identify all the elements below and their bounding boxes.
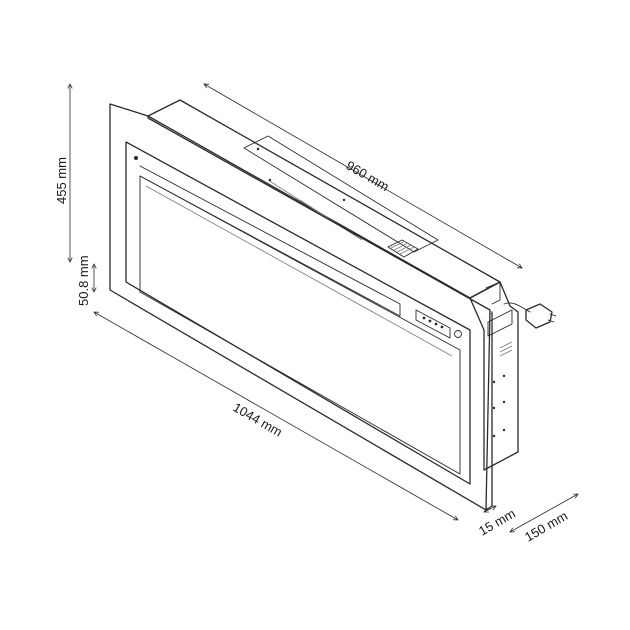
dimension-lines	[70, 84, 578, 532]
front-frame	[109, 103, 493, 511]
label-455: 455 mm	[54, 157, 69, 204]
side-vent	[499, 341, 513, 357]
label-50-8: 50.8 mm	[76, 255, 91, 306]
dim-line-960	[204, 84, 522, 268]
label-15: 15 mm	[476, 506, 518, 539]
housing-body	[147, 99, 519, 471]
dim-line-15	[484, 506, 496, 512]
dim-line-1044	[94, 312, 458, 520]
power-cord	[503, 302, 557, 329]
control-panel	[415, 309, 462, 339]
dim-line-150	[510, 494, 578, 532]
label-150: 150 mm	[522, 508, 570, 544]
label-960: 960 mm	[344, 158, 392, 194]
